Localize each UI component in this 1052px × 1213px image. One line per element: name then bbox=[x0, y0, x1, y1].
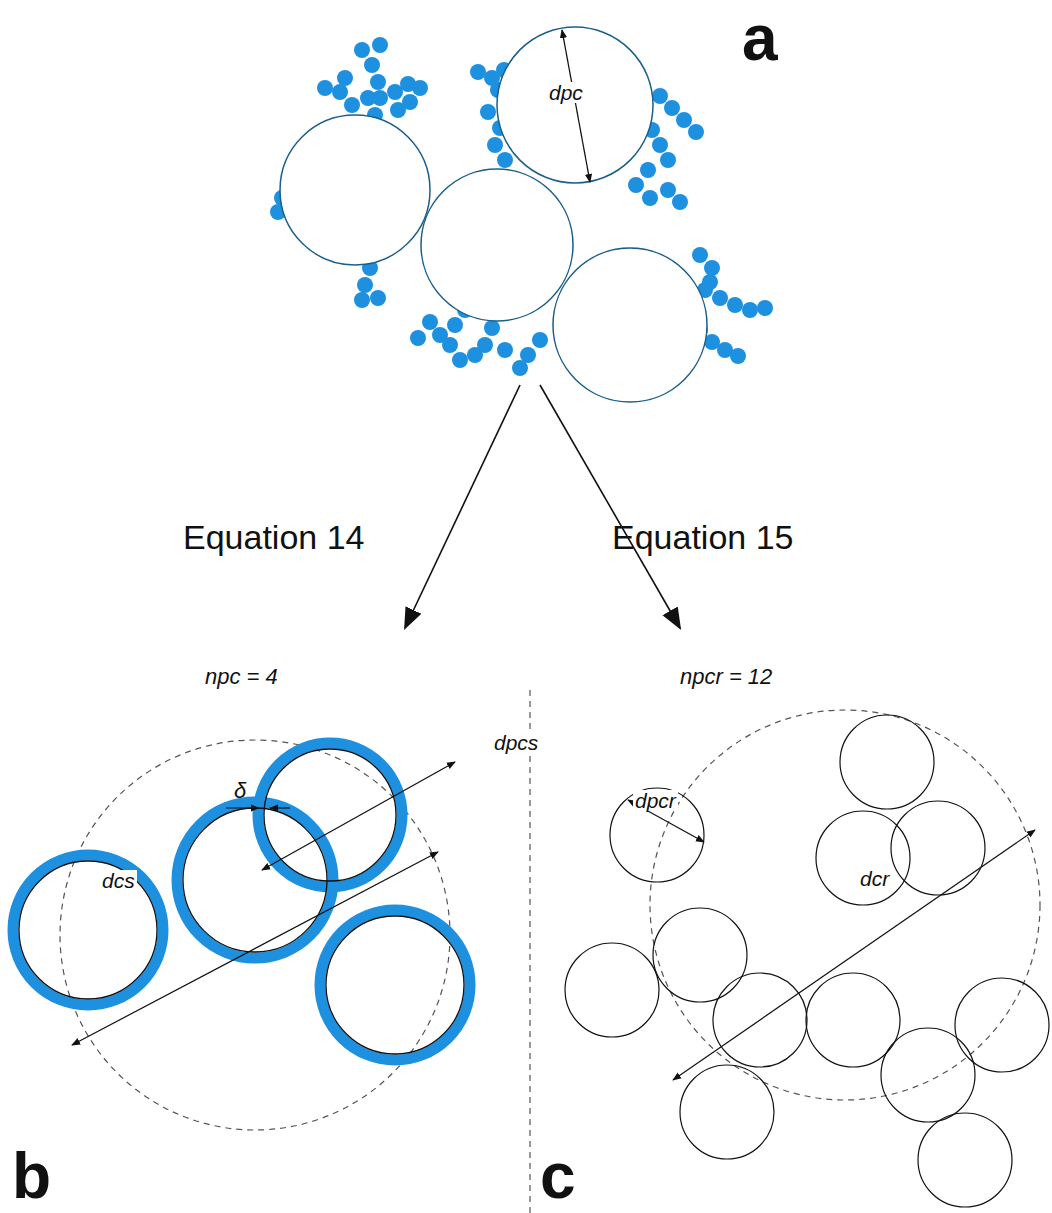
primary-particles-removed bbox=[565, 715, 1049, 1207]
aggregate-dot bbox=[442, 337, 458, 353]
aggregate-dot bbox=[370, 290, 386, 306]
aggregate-dot bbox=[676, 112, 692, 128]
aggregate-dot bbox=[742, 302, 758, 318]
aggregate-dot bbox=[332, 84, 348, 100]
aggregate-dot bbox=[660, 152, 676, 168]
aggregate-dot bbox=[712, 290, 728, 306]
dimension-label: dpcr bbox=[633, 790, 678, 811]
aggregate-dot bbox=[372, 37, 388, 53]
aggregate-dot bbox=[422, 314, 438, 330]
panel-letter: a bbox=[742, 6, 778, 70]
aggregate-dot bbox=[672, 194, 688, 210]
process-arrow bbox=[405, 385, 520, 628]
aggregate-dot bbox=[660, 182, 676, 198]
aggregate-dot bbox=[512, 360, 528, 376]
count-label: npcr = 12 bbox=[680, 666, 772, 688]
dimension-label: dpcs bbox=[492, 732, 540, 753]
thickness-symbol: δ bbox=[234, 780, 246, 802]
equation-label: Equation 14 bbox=[183, 520, 365, 554]
aggregate-dot bbox=[628, 177, 644, 193]
aggregate-dot bbox=[704, 260, 720, 276]
aggregate-dot bbox=[390, 102, 406, 118]
aggregate-dot bbox=[688, 124, 704, 140]
aggregate-dot bbox=[487, 137, 503, 153]
aggregate-dot bbox=[532, 332, 548, 348]
aggregate-dot bbox=[484, 320, 500, 336]
aggregate-dot bbox=[702, 274, 718, 290]
aggregate-dot bbox=[412, 80, 428, 96]
dimension-line bbox=[562, 30, 590, 182]
aggregate-dot bbox=[652, 88, 668, 104]
aggregate-dot bbox=[354, 42, 370, 58]
aggregate-dot bbox=[317, 80, 333, 96]
aggregate-dot bbox=[642, 190, 658, 206]
panel-letter: b bbox=[12, 1144, 51, 1208]
aggregate-dot bbox=[652, 137, 668, 153]
aggregate-dot bbox=[452, 352, 468, 368]
aggregate-dot bbox=[337, 70, 353, 86]
primary-particles bbox=[280, 27, 707, 402]
coated-particles bbox=[13, 743, 470, 1060]
aggregate-dot bbox=[730, 348, 746, 364]
equation-label: Equation 15 bbox=[612, 520, 794, 554]
aggregate-dot bbox=[364, 57, 380, 73]
aggregate-dot bbox=[372, 90, 388, 106]
aggregate-dot bbox=[640, 162, 656, 178]
aggregate-dot bbox=[497, 152, 513, 168]
aggregate-dot bbox=[497, 342, 513, 358]
dimension-label: dcs bbox=[100, 870, 137, 891]
aggregate-dot bbox=[664, 100, 680, 116]
aggregate-dot bbox=[357, 277, 373, 293]
count-label: npc = 4 bbox=[205, 666, 278, 688]
aggregate-dot bbox=[370, 74, 386, 90]
aggregate-dot bbox=[480, 104, 496, 120]
aggregate-dot bbox=[467, 347, 483, 363]
aggregate-dot bbox=[354, 292, 370, 308]
panel-letter: c bbox=[540, 1144, 576, 1208]
aggregate-dot bbox=[447, 317, 463, 333]
aggregate-dot bbox=[727, 297, 743, 313]
divider bbox=[529, 690, 530, 1213]
dimension-label: dcr bbox=[858, 868, 891, 889]
aggregate-dot bbox=[410, 330, 426, 346]
aggregate-dot bbox=[757, 300, 773, 316]
aggregate-dot bbox=[344, 97, 360, 113]
aggregate-dot bbox=[692, 247, 708, 263]
aggregate-dot bbox=[470, 64, 486, 80]
dimension-label: dpc bbox=[547, 82, 585, 103]
process-arrow bbox=[540, 385, 680, 628]
